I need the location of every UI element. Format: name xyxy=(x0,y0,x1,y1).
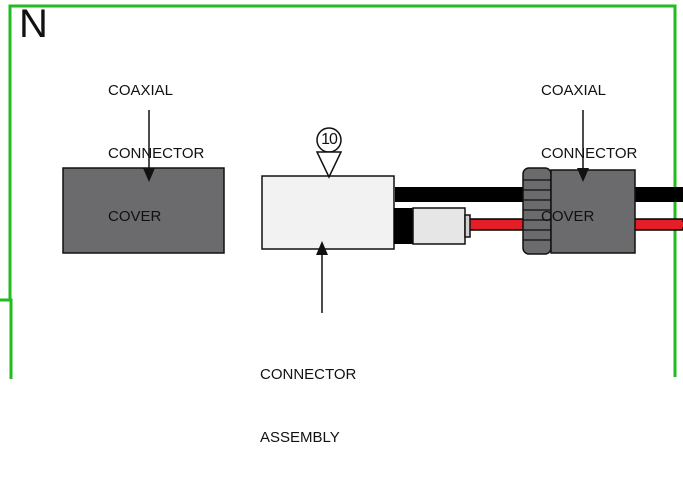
right-connector-cover xyxy=(550,169,636,254)
connector-ferrule xyxy=(412,207,466,245)
left-cover-label-line: COAXIAL xyxy=(108,82,174,99)
callout-pointer xyxy=(315,151,343,179)
right-cover-label-line: COAXIAL xyxy=(541,82,607,99)
connector-assembly-body xyxy=(261,175,395,250)
left-connector-cover xyxy=(62,167,225,254)
green-frame-lower-left xyxy=(0,298,13,379)
assembly-label-line: CONNECTOR xyxy=(260,366,357,383)
right-cover-label-line: COVER xyxy=(541,208,595,225)
right-cover-label: COAXIAL CONNECTOR COVER xyxy=(541,38,637,269)
left-cover-arrowhead xyxy=(143,168,155,182)
diagram-drawing xyxy=(0,4,683,379)
connector-collar xyxy=(394,208,414,244)
threaded-nut xyxy=(522,167,552,255)
left-cover-label-line: CONNECTOR xyxy=(108,145,205,162)
left-cover-label: COAXIAL CONNECTOR COVER xyxy=(108,38,204,269)
callout-number: 10 xyxy=(321,131,338,148)
ferrule-tip xyxy=(464,214,471,238)
diagram-stage: N 10 COAXIAL CONNECTOR COVER COAXIAL CON… xyxy=(0,2,683,446)
right-cover-arrowhead xyxy=(577,168,589,182)
assembly-arrowhead xyxy=(316,241,328,255)
left-cover-label-line: COVER xyxy=(108,208,162,225)
panel-letter: N xyxy=(19,2,48,46)
assembly-label: CONNECTOR ASSEMBLY xyxy=(260,322,356,490)
right-cover-label-line: CONNECTOR xyxy=(541,145,638,162)
assembly-label-line: ASSEMBLY xyxy=(260,429,340,446)
